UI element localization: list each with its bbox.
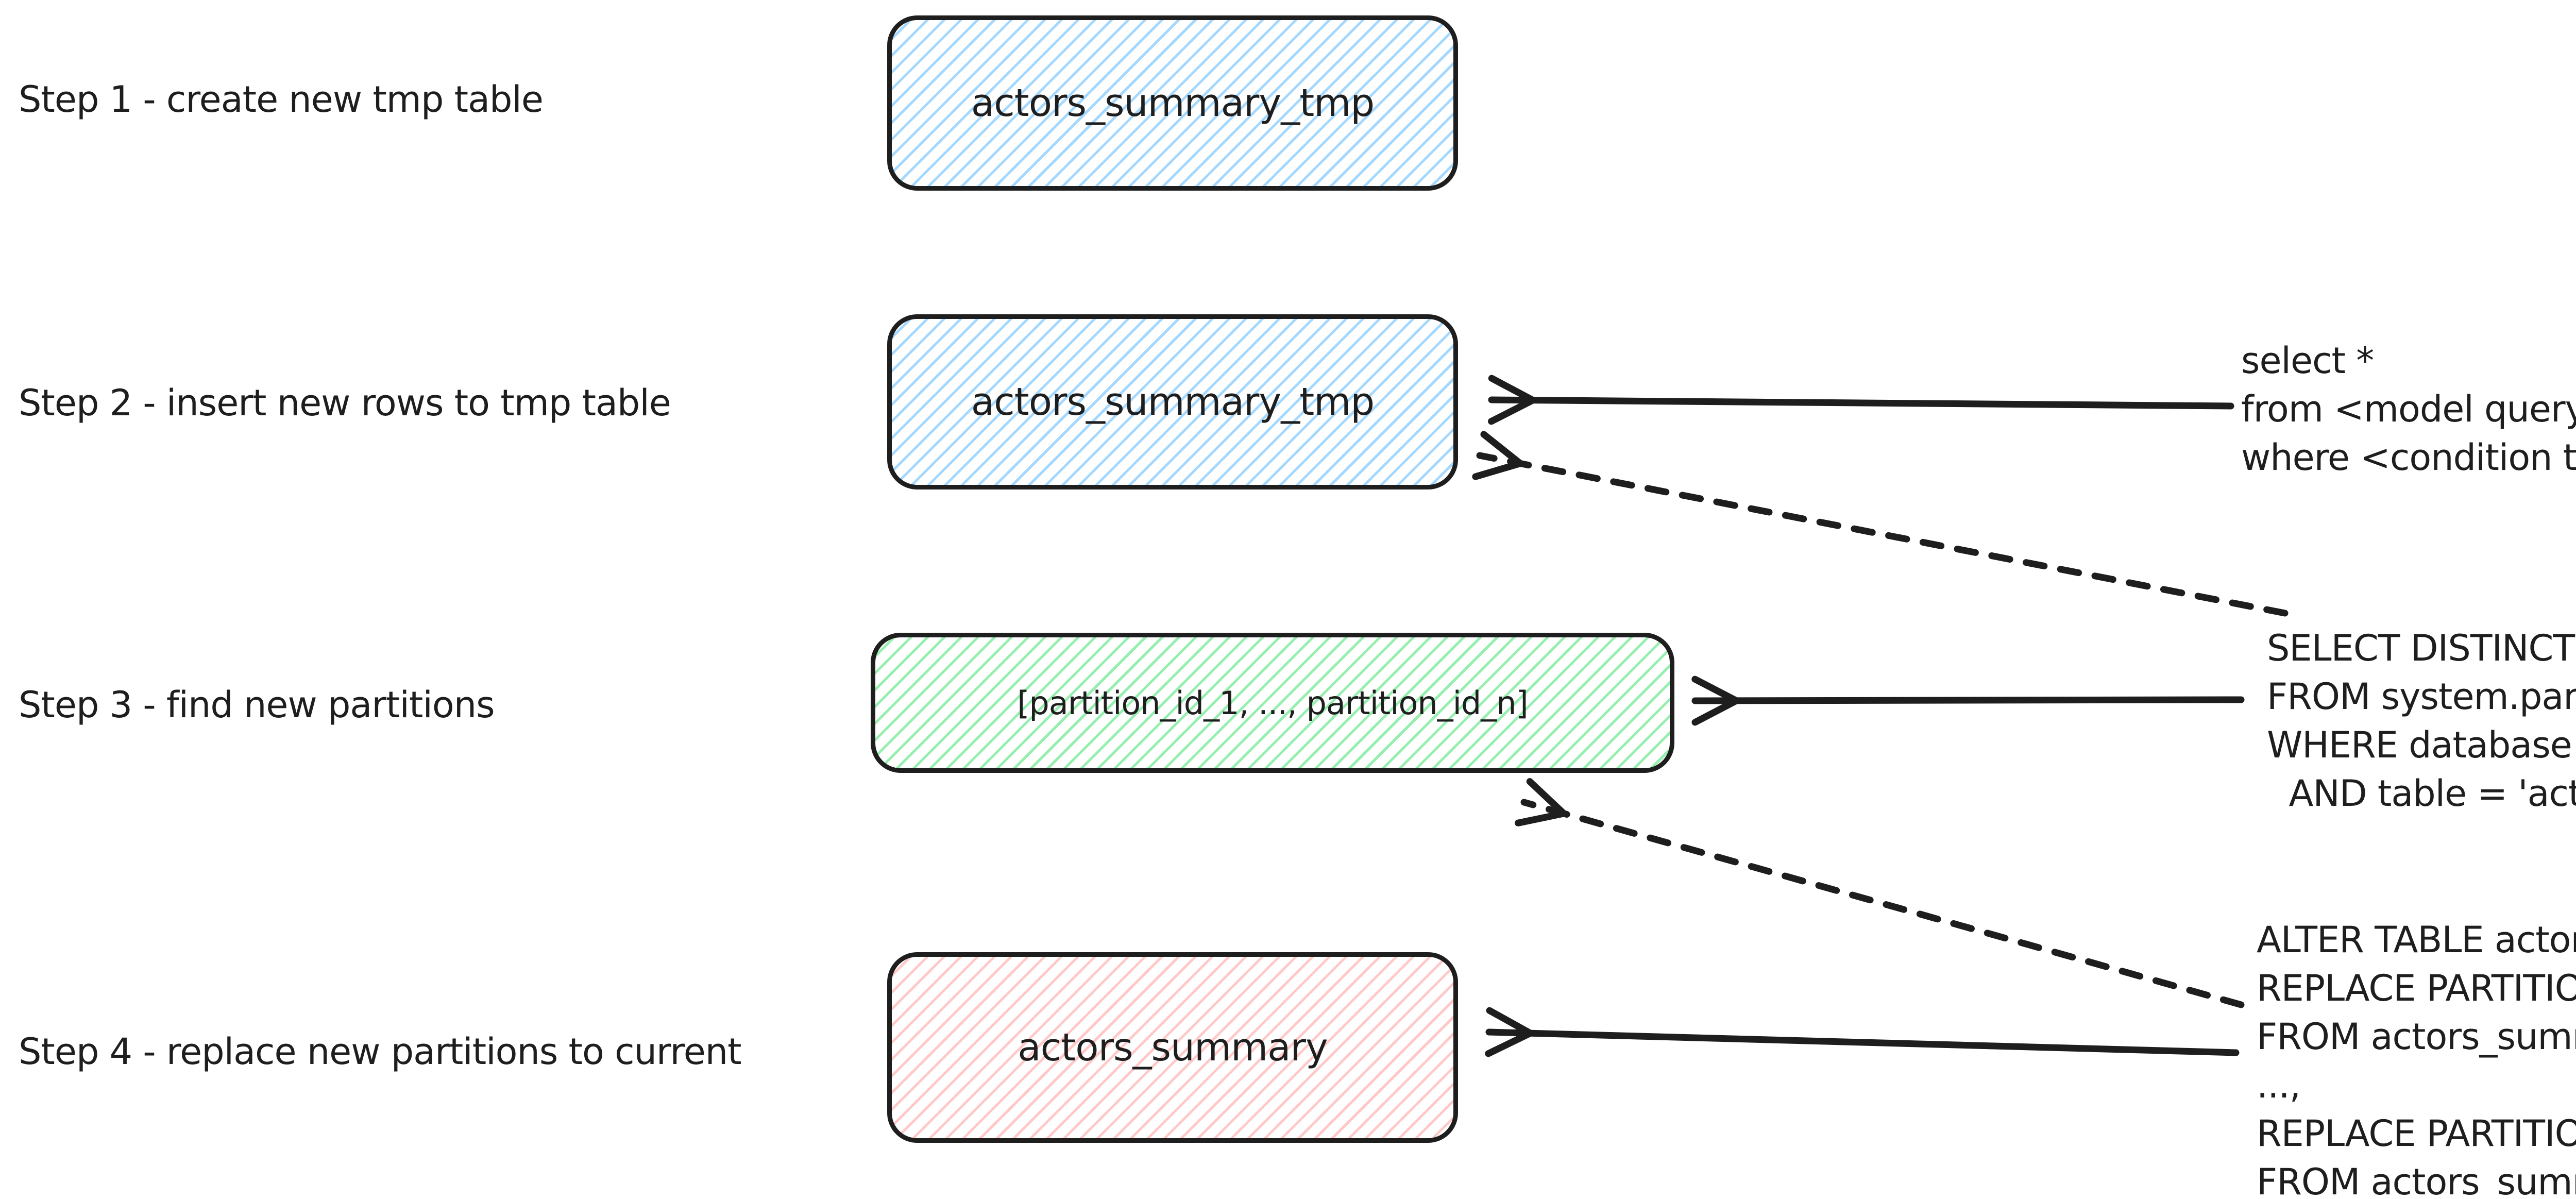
step-1-label: Step 1 - create new tmp table: [19, 78, 544, 121]
node-tmp-table-step2-label: actors_summary_tmp: [971, 380, 1375, 424]
node-tmp-table-step1-label: actors_summary_tmp: [971, 81, 1375, 125]
sql-line: ...,: [2257, 1064, 2301, 1106]
sql-replace-partitions: ALTER TABLE actors_summary REPLACE PARTI…: [2257, 916, 2576, 1199]
step-3-label: Step 3 - find new partitions: [19, 684, 495, 726]
sql-line: where <condition to identify new>: [2241, 436, 2576, 479]
sql-line: ALTER TABLE actors_summary: [2257, 919, 2576, 961]
sql-line: REPLACE PARTITION partition_id_n: [2257, 1112, 2576, 1155]
sql-line: FROM actors_summary_tmp,: [2257, 1161, 2576, 1199]
sql-insert-new-rows: select * from <model query> where <condi…: [2241, 336, 2576, 482]
arrow-replace-sql-to-partition-list-dashed: [1515, 778, 2245, 1008]
arrow-find-sql-to-partition-list: [1691, 676, 2245, 726]
step-4-label: Step 4 - replace new partitions to curre…: [19, 1031, 742, 1073]
arrow-replace-sql-to-current-table: [1485, 1007, 2240, 1057]
step-2-label: Step 2 - insert new rows to tmp table: [19, 382, 671, 424]
node-current-table-label: actors_summary: [1018, 1025, 1328, 1070]
sql-line: FROM system.parts: [2267, 676, 2576, 718]
sql-line: select *: [2241, 340, 2374, 382]
arrow-find-sql-to-tmp-table-dashed: [1472, 431, 2289, 617]
sql-line: SELECT DISTINCT partition_id: [2267, 627, 2575, 669]
sql-line: WHERE database = <database>: [2267, 724, 2572, 766]
sql-line: FROM actors_summary_tmp,: [2257, 1016, 2576, 1058]
node-partition-list: [partition_id_1, ..., partition_id_n]: [871, 633, 1674, 773]
node-current-table: actors_summary: [887, 952, 1458, 1143]
sql-line: REPLACE PARTITION partition_id_1: [2257, 967, 2576, 1009]
arrow-insert-sql-to-tmp-table: [1488, 375, 2234, 425]
node-partition-list-label: [partition_id_1, ..., partition_id_n]: [1017, 684, 1529, 722]
sql-find-partitions: SELECT DISTINCT partition_id FROM system…: [2267, 624, 2576, 818]
sql-line: from <model query>: [2241, 388, 2576, 430]
sql-line: AND table = 'actors_summary_tmp': [2289, 772, 2576, 815]
node-tmp-table-step2: actors_summary_tmp: [887, 314, 1458, 489]
node-tmp-table-step1: actors_summary_tmp: [887, 15, 1458, 191]
